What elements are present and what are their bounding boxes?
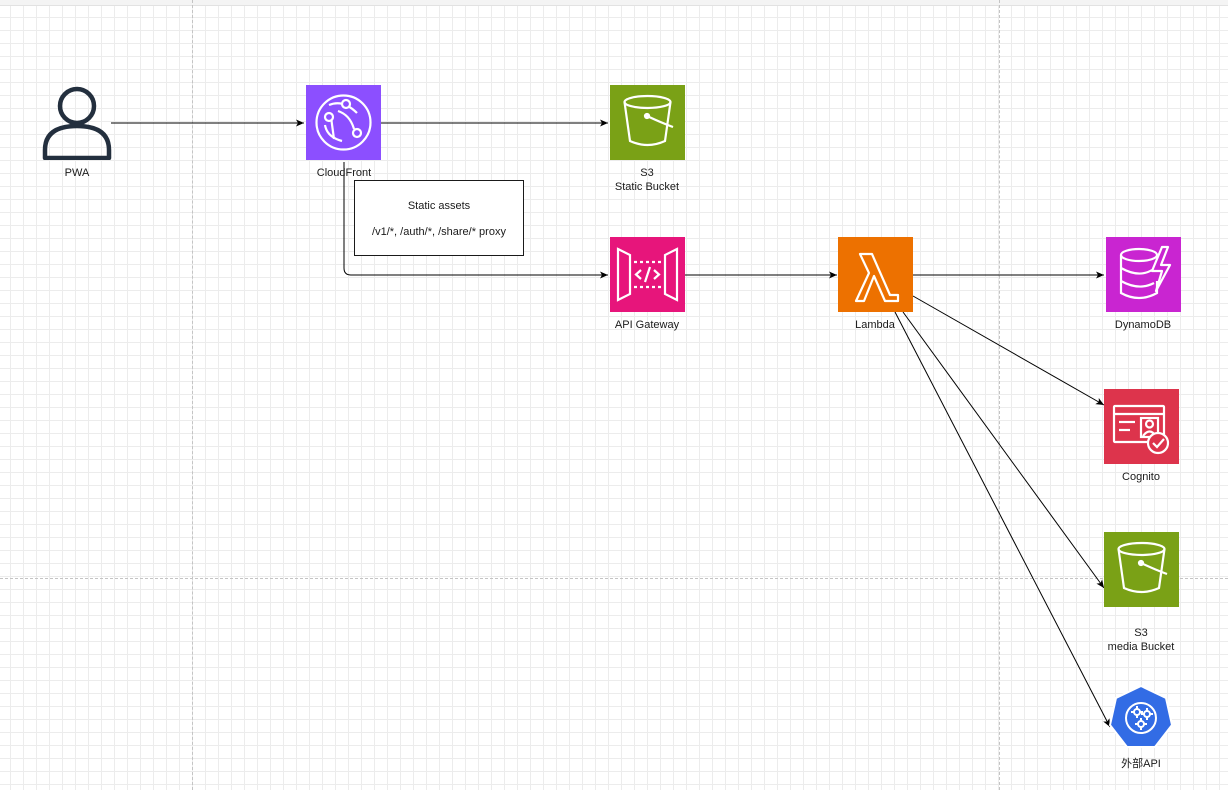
lambda-icon: [854, 252, 900, 303]
s3-media-label-line2: media Bucket: [1107, 641, 1175, 653]
cloudfront-icon: [315, 94, 372, 151]
pwa-label: PWA: [64, 167, 90, 179]
s3-static-node[interactable]: [610, 85, 685, 160]
pwa-node[interactable]: [39, 84, 115, 160]
s3-static-label: S3 Static Bucket: [577, 166, 717, 194]
api-gateway-node[interactable]: [610, 237, 685, 312]
routing-note-box[interactable]: Static assets /v1/*, /auth/*, /share/* p…: [354, 180, 524, 256]
s3-static-label-line1: S3: [640, 167, 654, 179]
s3-media-node[interactable]: [1104, 532, 1179, 607]
page-break-vertical: [999, 0, 1000, 790]
cognito-label: Cognito: [1122, 471, 1160, 483]
external-api-node[interactable]: [1107, 684, 1175, 752]
bucket-icon: [1117, 541, 1168, 594]
note-line2: /v1/*, /auth/*, /share/* proxy: [372, 226, 506, 238]
cloudfront-label: CloudFront: [316, 167, 372, 179]
s3-media-label-line1: S3: [1134, 627, 1148, 639]
cloudfront-node[interactable]: [306, 85, 381, 160]
api-gateway-label: API Gateway: [614, 319, 680, 331]
page-break-vertical: [192, 0, 193, 790]
external-api-label: 外部API: [1121, 758, 1161, 770]
edge-lambda-to-external-api[interactable]: [894, 311, 1111, 728]
s3-media-label: S3 media Bucket: [1071, 626, 1211, 654]
api-gateway-icon: [616, 247, 679, 302]
edge-cloudfront-to-api-gateway[interactable]: [343, 162, 608, 279]
kubernetes-icon: [1108, 684, 1174, 748]
dynamodb-node[interactable]: [1106, 237, 1181, 312]
page-break-horizontal: [0, 578, 1228, 579]
edge-lambda-to-s3-media[interactable]: [902, 311, 1105, 589]
canvas-top-bar: [0, 0, 1228, 6]
lambda-node[interactable]: [838, 237, 913, 312]
dynamodb-icon: [1119, 245, 1172, 300]
note-line1: Static assets: [407, 200, 471, 212]
lambda-label: Lambda: [855, 319, 895, 331]
user-icon: [42, 86, 112, 160]
cognito-node[interactable]: [1104, 389, 1179, 464]
dynamodb-label: DynamoDB: [1114, 319, 1172, 331]
s3-static-label-line2: Static Bucket: [614, 181, 680, 193]
edge-lambda-to-cognito[interactable]: [912, 295, 1105, 406]
cognito-icon: [1112, 404, 1170, 455]
bucket-icon: [623, 94, 674, 147]
